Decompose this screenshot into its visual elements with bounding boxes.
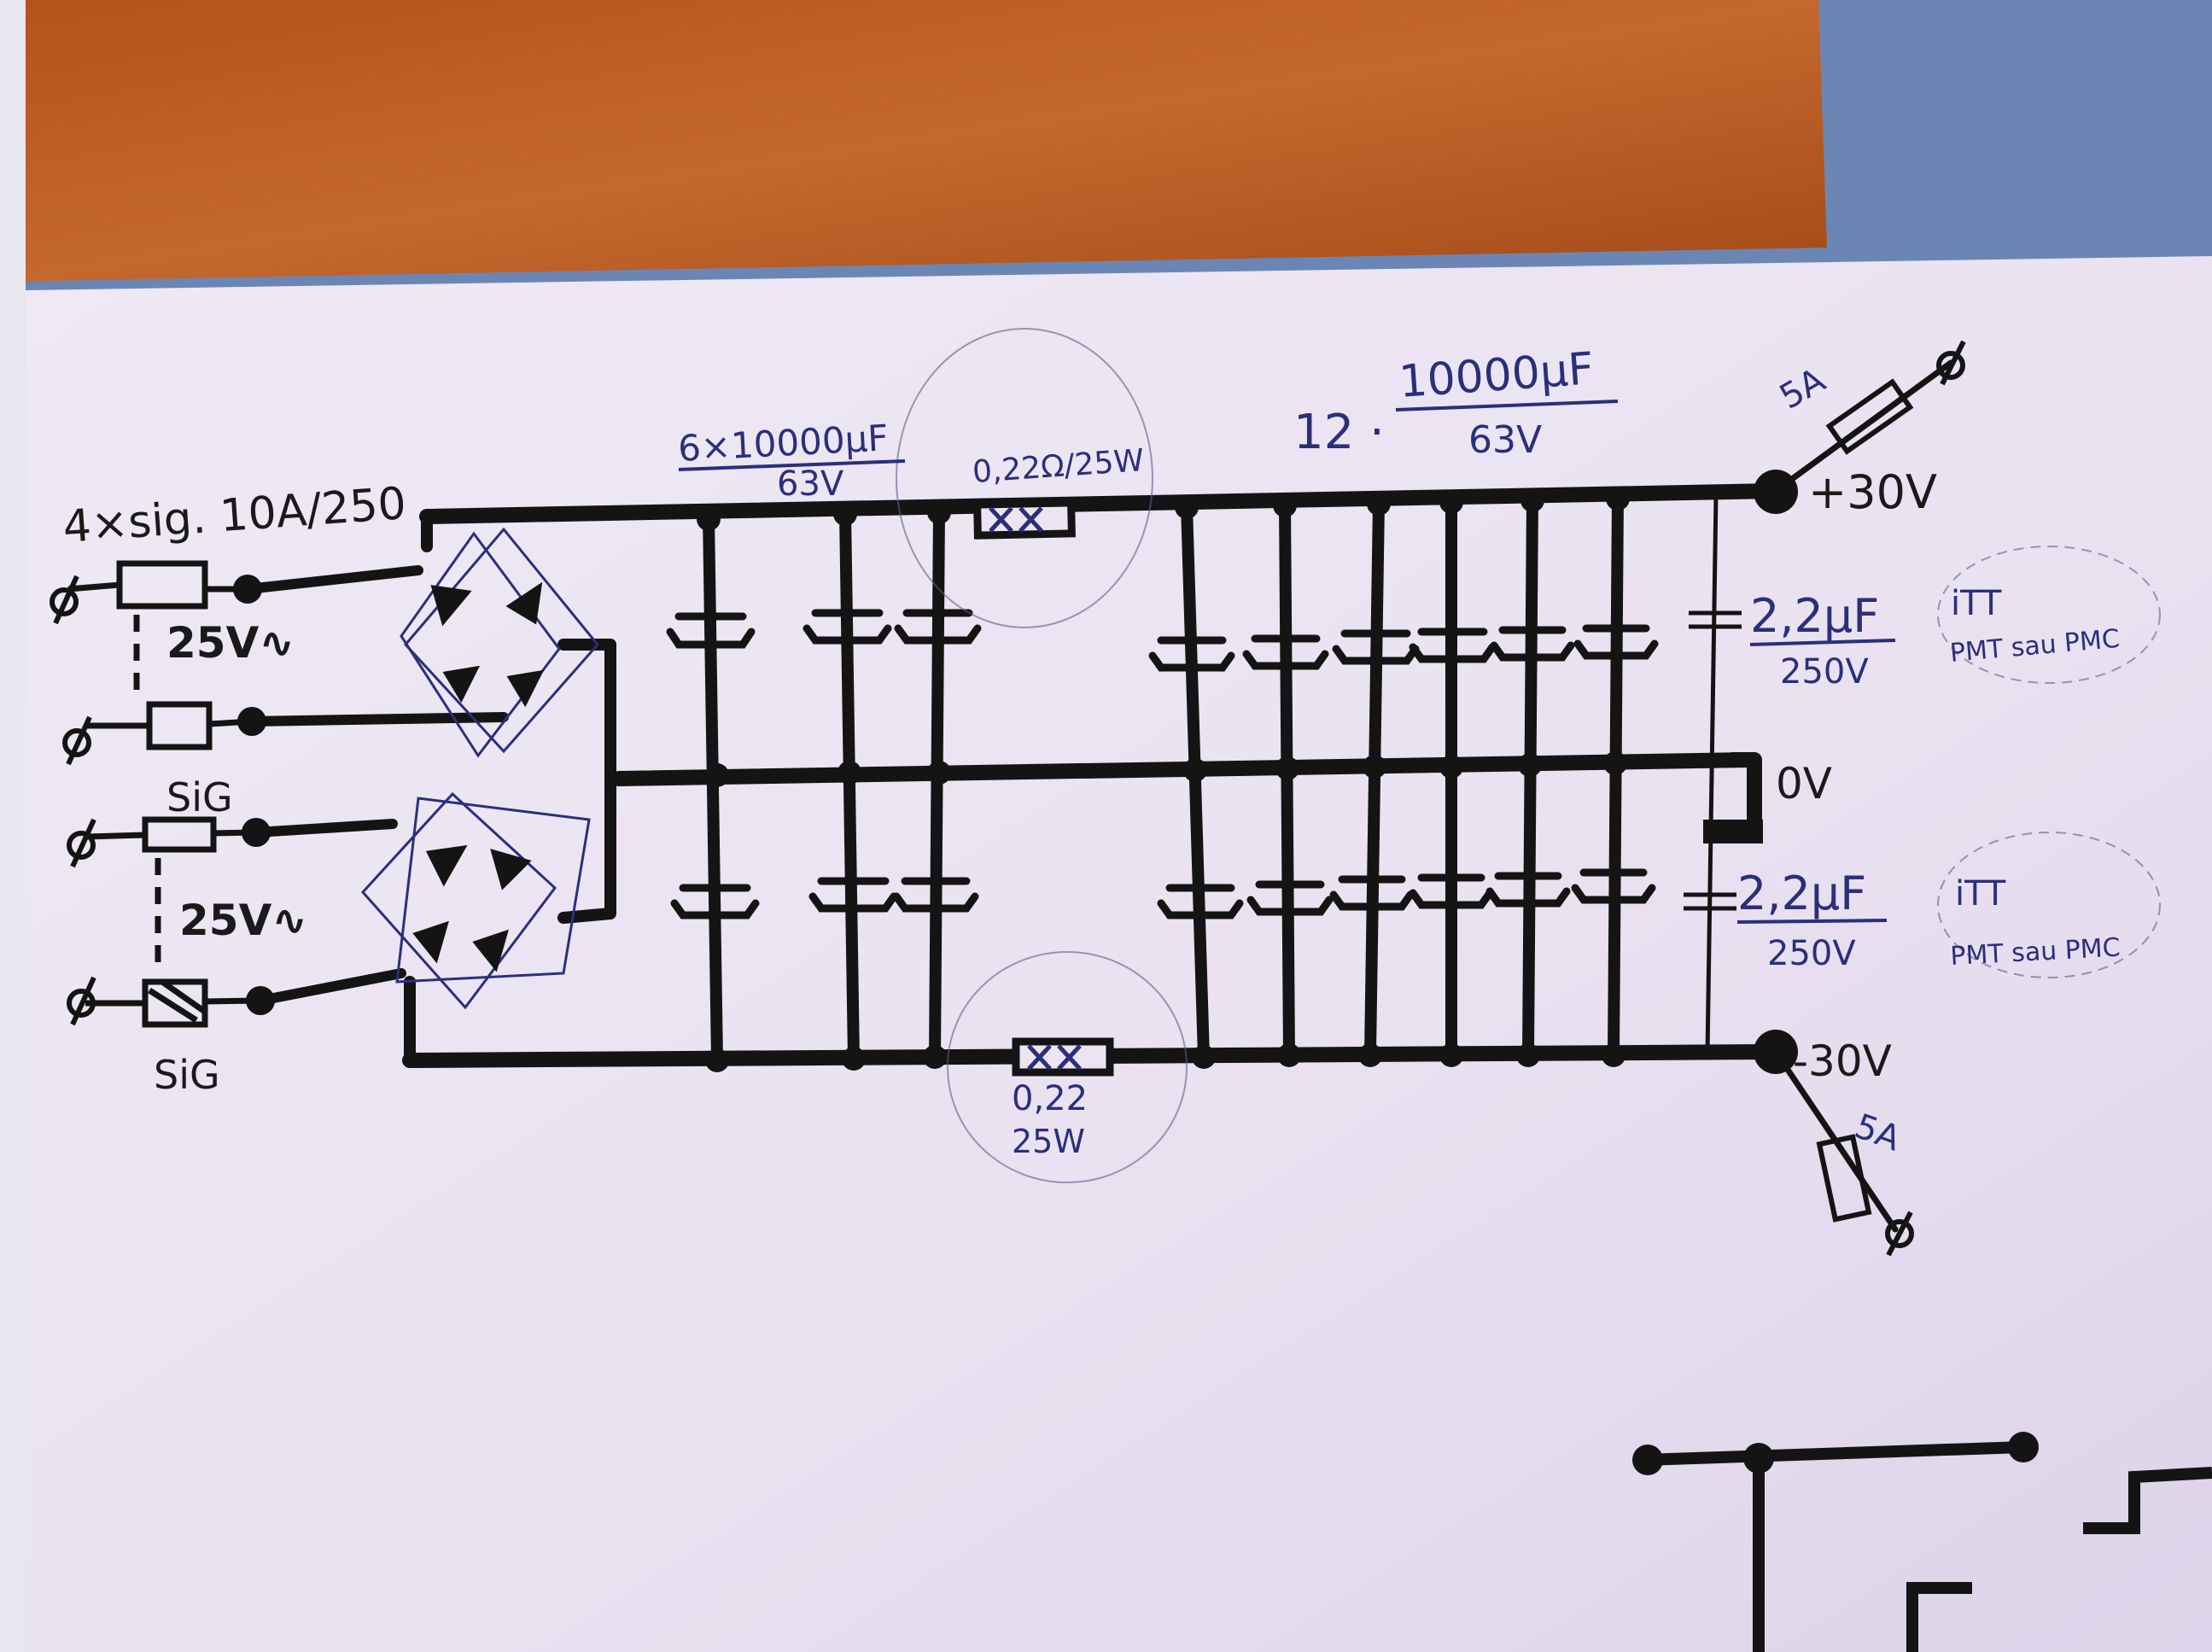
mains-fuses <box>67 560 261 1028</box>
label-resistor-bottom-power: 25W <box>1012 1123 1085 1160</box>
cap-bot-5 <box>1246 880 1334 916</box>
label-transformer-bottom-voltage: 25V∿ <box>179 896 307 945</box>
resistor-top <box>973 499 1076 540</box>
cap-col-1 <box>703 511 723 1066</box>
label-rail-pos: +30V <box>1808 465 1937 519</box>
cap-bot-6 <box>1329 875 1415 911</box>
label-film-cap-top-value: 2,2µF <box>1750 589 1879 643</box>
cap-bot-1 <box>670 884 760 919</box>
cap-bot-7 <box>1409 873 1494 909</box>
ground-terminal <box>1703 820 1763 844</box>
output-fuse-bottom <box>1816 1134 1872 1223</box>
cap-top-3 <box>894 609 982 645</box>
resistor-bottom <box>1012 1037 1114 1077</box>
label-transformer-top-voltage: 25V∿ <box>166 618 295 668</box>
cap-bot-2 <box>808 877 898 913</box>
cap-top-9 <box>1573 624 1659 660</box>
junction-dots <box>233 470 1798 1074</box>
cap-top-2 <box>803 609 892 645</box>
wire-sec4 <box>255 968 406 1006</box>
fraction-bars <box>678 400 1896 924</box>
label-rail-gnd: 0V <box>1776 759 1832 808</box>
partial-circuit-dots <box>1632 1432 2039 1475</box>
wire-sec2 <box>247 712 509 727</box>
wire-sec1 <box>242 565 423 594</box>
cap-top-6 <box>1332 629 1420 665</box>
film-caps <box>1684 610 1742 911</box>
neg-output-terminal <box>1754 1030 1798 1074</box>
film-cap-col <box>1705 493 1719 1056</box>
electrolytic-caps <box>666 609 1659 919</box>
label-transformer-bottom-name: SiG <box>154 1052 220 1098</box>
output-fuse-top <box>1825 378 1914 455</box>
label-film-cap-bottom-value: 2,2µF <box>1737 867 1866 920</box>
cap-bot-9 <box>1571 868 1656 904</box>
label-cap-bank1-bottom: 63V <box>777 464 844 504</box>
bridge-rectifier-bottom <box>360 791 591 1010</box>
label-film-cap-bottom-note1: iTT <box>1955 874 2006 914</box>
fuse-lead-top <box>1772 359 1954 494</box>
cap-top-1 <box>666 612 756 649</box>
circuit <box>242 359 1954 1233</box>
bridge-bottom-diodes <box>412 844 532 972</box>
positive-rail <box>419 483 1783 524</box>
cap-bot-3 <box>892 877 979 913</box>
input-terminals <box>50 575 96 1026</box>
cap-top-8 <box>1490 626 1575 662</box>
left-paper-edge <box>0 0 26 1652</box>
cap-col-9 <box>1608 491 1624 1059</box>
output-fuses <box>1816 340 1966 1257</box>
pos-output-terminal <box>1754 470 1798 514</box>
label-rail-neg: -30V <box>1793 1036 1892 1086</box>
label-cap-bank2-bottom: 63V <box>1468 418 1542 462</box>
label-film-cap-top-voltage: 250V <box>1780 652 1869 692</box>
cap-bot-4 <box>1157 884 1244 919</box>
mains-fuse-3 <box>142 816 217 853</box>
label-cap-bank2-count: 12 · <box>1293 405 1385 460</box>
label-resistor-bottom-value: 0,22 <box>1012 1079 1088 1118</box>
cap-col-2 <box>839 506 860 1065</box>
label-film-cap-bottom-voltage: 250V <box>1767 934 1856 973</box>
pencil-circles <box>896 328 2161 1183</box>
wood-table <box>0 0 1827 282</box>
cap-top-4 <box>1148 636 1235 672</box>
label-transformer-top-name: SiG <box>166 774 233 820</box>
cap-top-7 <box>1409 628 1497 663</box>
cap-top-5 <box>1242 634 1329 670</box>
paper-sheet <box>26 256 2212 1652</box>
bridge-top-diodes <box>430 581 545 708</box>
cap-bot-8 <box>1485 872 1571 908</box>
partial-circuit-corner <box>1643 1441 2212 1652</box>
wire-sec3 <box>251 819 398 838</box>
label-film-cap-top-note1: iTT <box>1951 584 2002 623</box>
